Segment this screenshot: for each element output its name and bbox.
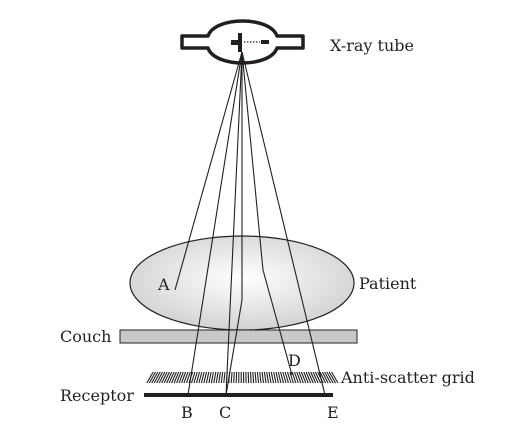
grid-slat	[171, 371, 177, 384]
grid-slat	[203, 371, 208, 384]
label-point-c: C	[219, 403, 231, 422]
grid-slat	[156, 371, 163, 384]
grid-slat	[314, 371, 322, 384]
ray-to-e	[241, 51, 326, 396]
grid-slat	[163, 371, 170, 384]
grid-slat	[300, 371, 307, 384]
grid-slat	[148, 371, 156, 384]
xray-tube	[180, 19, 305, 65]
label-grid: Anti-scatter grid	[340, 368, 475, 387]
anti-scatter-grid	[146, 371, 339, 384]
grid-slat	[296, 371, 302, 384]
grid-slat	[223, 371, 226, 384]
label-point-a: A	[157, 275, 170, 294]
label-xray-tube: X-ray tube	[330, 36, 414, 55]
grid-slat	[185, 371, 191, 384]
grid-slat	[218, 371, 221, 384]
grid-slat	[282, 371, 287, 384]
x-ray-beams	[174, 51, 326, 396]
grid-slat	[210, 371, 214, 384]
grid-slat	[293, 371, 299, 384]
grid-slat	[291, 371, 297, 384]
grid-slat	[200, 371, 205, 384]
grid-slat	[310, 371, 317, 384]
label-point-d: D	[288, 351, 301, 370]
xray-tube-anode	[238, 33, 242, 52]
grid-slat	[280, 371, 284, 384]
grid-slat	[326, 371, 334, 384]
label-receptor: Receptor	[60, 386, 134, 405]
grid-slat	[277, 371, 282, 384]
grid-slat	[181, 371, 187, 384]
ray-to-a	[174, 51, 243, 291]
ray-to-c	[225, 51, 243, 396]
grid-slat	[249, 371, 252, 384]
grid-slat	[305, 371, 312, 384]
grid-slat	[261, 371, 265, 384]
grid-slat	[324, 371, 332, 384]
grid-slat	[198, 371, 203, 384]
grid-slat	[213, 371, 217, 384]
grid-slat	[176, 371, 182, 384]
grid-slat	[151, 371, 159, 384]
grid-slat	[161, 371, 168, 384]
grid-slat	[289, 371, 294, 384]
grid-slat	[166, 371, 173, 384]
grid-slat	[233, 371, 235, 384]
grid-slat	[307, 371, 314, 384]
grid-slat	[173, 371, 180, 384]
grid-slat	[178, 371, 184, 384]
grid-slat	[268, 371, 272, 384]
label-point-e: E	[327, 403, 339, 422]
grid-slat	[193, 371, 198, 384]
grid-slat	[284, 371, 289, 384]
grid-slat	[273, 371, 277, 384]
grid-slat	[328, 371, 337, 384]
grid-slat	[259, 371, 262, 384]
grid-slat	[256, 371, 260, 384]
grid-slat	[252, 371, 255, 384]
grid-slat	[254, 371, 257, 384]
label-couch: Couch	[60, 327, 111, 346]
grid-slat	[286, 371, 292, 384]
grid-slat	[321, 371, 329, 384]
grid-slat	[153, 371, 161, 384]
grid-slat	[158, 371, 166, 384]
grid-slat	[270, 371, 275, 384]
grid-slat	[319, 371, 327, 384]
grid-slat	[190, 371, 196, 384]
grid-slat	[168, 371, 175, 384]
grid-slat	[303, 371, 309, 384]
grid-slat	[208, 371, 212, 384]
receptor	[144, 393, 333, 397]
ray-to-b	[187, 51, 243, 396]
grid-slat	[195, 371, 201, 384]
xray-tube-envelope	[180, 19, 305, 65]
grid-slat	[146, 371, 154, 384]
grid-slat	[230, 371, 233, 384]
grid-slat	[266, 371, 270, 384]
grid-slat	[275, 371, 279, 384]
grid-slat	[183, 371, 189, 384]
grid-slat	[331, 371, 339, 384]
grid-slat	[215, 371, 219, 384]
grid-slat	[220, 371, 224, 384]
grid-slat	[298, 371, 304, 384]
ray-to-d-primary	[241, 51, 264, 271]
grid-slat	[312, 371, 319, 384]
label-point-b: B	[181, 403, 193, 422]
grid-slat	[205, 371, 210, 384]
xray-tube-cathode	[231, 40, 242, 45]
ray-to-d-scatter	[262, 269, 293, 376]
ray-patient-to-c	[225, 299, 243, 396]
xray-tube-filament	[261, 40, 269, 44]
couch	[119, 329, 358, 344]
label-patient: Patient	[359, 274, 417, 293]
grid-slat	[263, 371, 267, 384]
